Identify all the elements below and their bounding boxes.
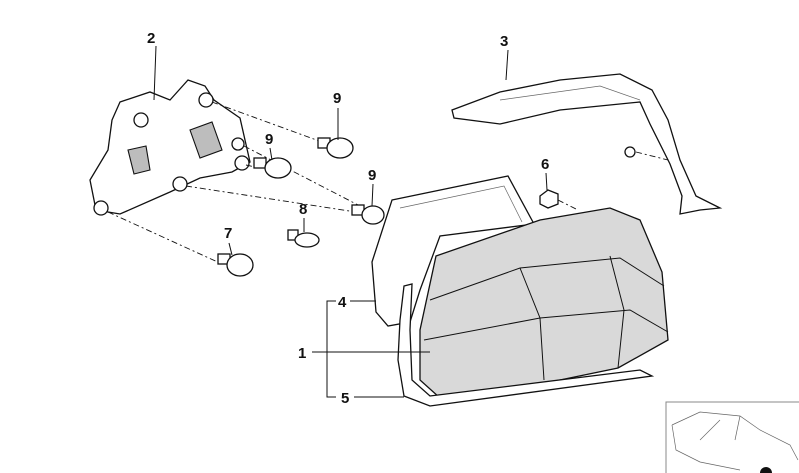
seal-strip[interactable] (397, 283, 655, 407)
tail-light-assembly[interactable] (419, 207, 669, 399)
car-outline-icon[interactable] (665, 401, 799, 473)
bulb-9-right[interactable] (351, 204, 385, 225)
tail-light-cover[interactable] (451, 73, 723, 215)
nut[interactable] (539, 189, 579, 211)
leader-lines (153, 45, 548, 398)
screw[interactable] (624, 146, 669, 161)
callout-4: 4 (338, 294, 347, 311)
callout-9-mid: 9 (265, 131, 273, 148)
callout-5: 5 (341, 390, 349, 407)
bulb-7[interactable] (217, 253, 254, 277)
callout-3: 3 (500, 33, 508, 50)
callout-7: 7 (224, 225, 232, 242)
bulb-8[interactable] (287, 229, 320, 248)
bulb-carrier-bracket[interactable] (89, 79, 251, 216)
bulb-9-mid[interactable] (253, 157, 292, 179)
callout-8: 8 (299, 201, 307, 218)
callout-9-top: 9 (333, 90, 341, 107)
bulb-9-top[interactable] (317, 137, 354, 159)
callout-6: 6 (541, 156, 549, 173)
gasket[interactable] (371, 175, 536, 327)
callout-9-right: 9 (368, 167, 376, 184)
callout-1: 1 (298, 345, 306, 362)
callout-2: 2 (147, 30, 155, 47)
